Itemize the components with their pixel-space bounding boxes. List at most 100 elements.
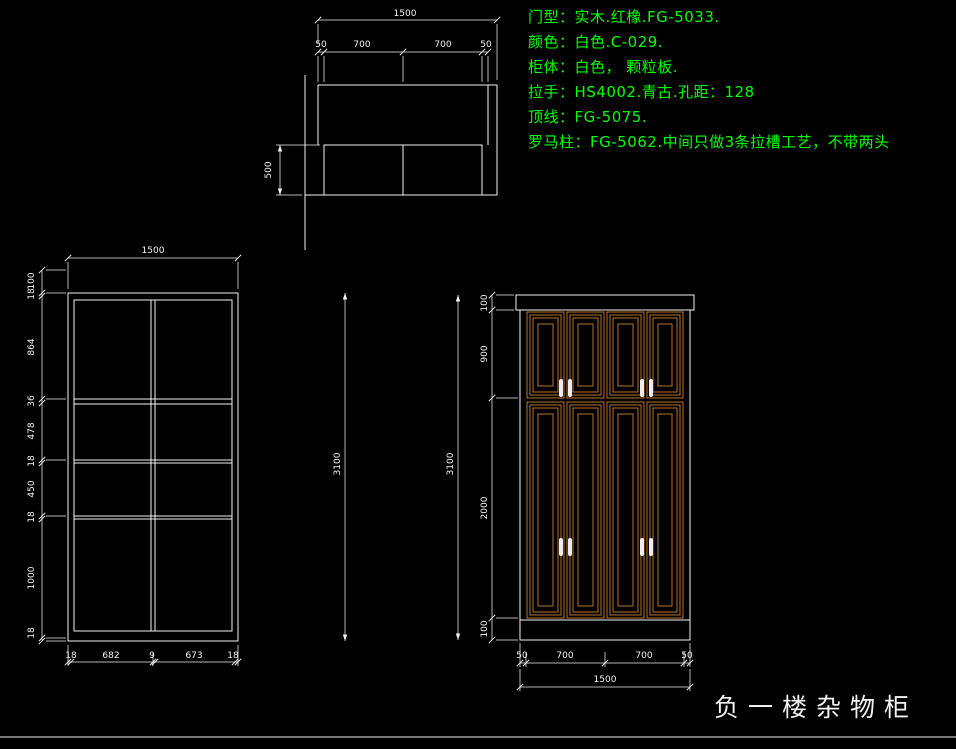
door-panel-line bbox=[617, 323, 634, 387]
structure-view: 1500 bbox=[27, 246, 348, 666]
dim-label: 1500 bbox=[394, 9, 417, 19]
crown-molding bbox=[515, 294, 695, 311]
dim-arrow bbox=[455, 295, 461, 302]
door-panel-line bbox=[577, 323, 594, 387]
door-panel-line bbox=[606, 401, 645, 619]
dim-label: 50 bbox=[681, 651, 693, 661]
door-panel-line bbox=[566, 401, 605, 619]
title-block: 负一楼杂物柜 bbox=[0, 693, 956, 738]
plan-dim-depth: 500 bbox=[264, 144, 320, 196]
dim-label: 673 bbox=[185, 651, 202, 661]
dim-label: 100 bbox=[480, 620, 490, 637]
door-panel-line bbox=[606, 311, 645, 399]
drawing-title: 负一楼杂物柜 bbox=[714, 693, 918, 722]
front-doors bbox=[526, 311, 684, 619]
dim-label: 450 bbox=[27, 480, 37, 497]
door-panel-line bbox=[566, 311, 605, 399]
dim-label: 100 bbox=[27, 272, 37, 289]
structure-dim-width: 1500 bbox=[64, 246, 242, 289]
front-handles bbox=[559, 379, 653, 556]
door-handle bbox=[649, 379, 653, 397]
dim-arrow bbox=[342, 293, 348, 300]
dim-label: 18 bbox=[227, 651, 239, 661]
door-upper-1 bbox=[526, 311, 565, 399]
dim-arrow bbox=[277, 188, 283, 195]
door-panel-line bbox=[537, 413, 554, 607]
door-upper-3 bbox=[606, 311, 645, 399]
dim-arrow bbox=[455, 633, 461, 640]
door-upper-4 bbox=[646, 311, 684, 399]
note-line-2: 颜色：白色.C-029. bbox=[528, 33, 663, 51]
structure-dim-overall-height: 3100 bbox=[333, 293, 348, 641]
door-panel-line bbox=[646, 311, 684, 399]
door-panel-line bbox=[657, 413, 673, 607]
door-upper-2 bbox=[566, 311, 605, 399]
door-panel-line bbox=[569, 314, 602, 396]
dim-label: 50 bbox=[315, 40, 327, 50]
dim-label: 864 bbox=[27, 338, 37, 355]
dim-label: 100 bbox=[480, 294, 490, 311]
plan-view: 1500 50 700 700 50 bbox=[264, 9, 501, 250]
door-panel-line bbox=[646, 401, 684, 619]
cabinet-front-outline bbox=[519, 309, 691, 641]
dim-label: 18 bbox=[27, 511, 37, 523]
door-handle bbox=[640, 379, 644, 397]
door-panel-line bbox=[649, 404, 681, 616]
door-panel-line bbox=[569, 404, 602, 616]
dim-label: 18 bbox=[27, 627, 37, 639]
door-panel-line bbox=[572, 317, 599, 393]
dim-label: 700 bbox=[635, 651, 652, 661]
note-line-6: 罗马柱：FG-5062.中间只做3条拉槽工艺，不带两头 bbox=[528, 133, 890, 151]
door-panel-line bbox=[657, 323, 673, 387]
cabinet-inner-frame bbox=[73, 299, 233, 632]
door-panel-line bbox=[609, 404, 642, 616]
door-panel-line bbox=[577, 413, 594, 607]
dim-label: 700 bbox=[353, 40, 370, 50]
plan-outline bbox=[304, 75, 498, 250]
cabinet-outer-frame bbox=[67, 292, 239, 642]
structure-dim-left-chain: 100 18 864 36 478 18 450 18 1000 18 bbox=[27, 266, 66, 645]
dim-label: 36 bbox=[27, 395, 37, 407]
dim-label: 500 bbox=[264, 161, 274, 178]
structure-outline bbox=[67, 292, 239, 642]
door-panel-line bbox=[532, 407, 559, 613]
dim-arrow bbox=[342, 634, 348, 641]
door-handle bbox=[559, 538, 563, 556]
notes: 门型：实木.红橡.FG-5033. 颜色：白色.C-029. 柜体：白色， 颗粒… bbox=[528, 8, 890, 151]
dim-label: 700 bbox=[434, 40, 451, 50]
door-panel-line bbox=[649, 314, 681, 396]
dim-label: 1500 bbox=[594, 675, 617, 685]
door-panel-line bbox=[526, 401, 565, 619]
note-line-1: 门型：实木.红橡.FG-5033. bbox=[528, 8, 720, 26]
dim-label: 700 bbox=[556, 651, 573, 661]
door-handle bbox=[568, 379, 572, 397]
front-dim-total-width: 1500 bbox=[516, 669, 694, 691]
dim-label: 9 bbox=[149, 651, 155, 661]
door-panel-line bbox=[526, 311, 565, 399]
dim-arrow bbox=[277, 145, 283, 152]
front-crown bbox=[515, 294, 695, 311]
door-handle bbox=[559, 379, 563, 397]
front-view: 100 900 2000 100 3100 50 700 700 5 bbox=[446, 291, 695, 691]
dim-label: 3100 bbox=[446, 452, 456, 475]
dim-label: 1500 bbox=[142, 246, 165, 256]
door-panel-line bbox=[532, 317, 559, 393]
door-panel-line bbox=[612, 407, 639, 613]
door-panel-line bbox=[529, 404, 562, 616]
door-lower-3 bbox=[606, 401, 645, 619]
door-panel-line bbox=[612, 317, 639, 393]
note-line-3: 柜体：白色， 颗粒板. bbox=[528, 58, 678, 76]
front-body bbox=[519, 309, 691, 641]
dim-label: 50 bbox=[516, 651, 528, 661]
door-panel-line bbox=[609, 314, 642, 396]
door-handle bbox=[649, 538, 653, 556]
door-panel-line bbox=[617, 413, 634, 607]
dim-label: 682 bbox=[102, 651, 119, 661]
door-panel-line bbox=[652, 317, 678, 393]
dim-label: 900 bbox=[480, 345, 490, 362]
door-handle bbox=[568, 538, 572, 556]
door-panel-line bbox=[652, 407, 678, 613]
dim-label: 1000 bbox=[27, 566, 37, 589]
plan-dim-total-width: 1500 bbox=[314, 9, 501, 80]
